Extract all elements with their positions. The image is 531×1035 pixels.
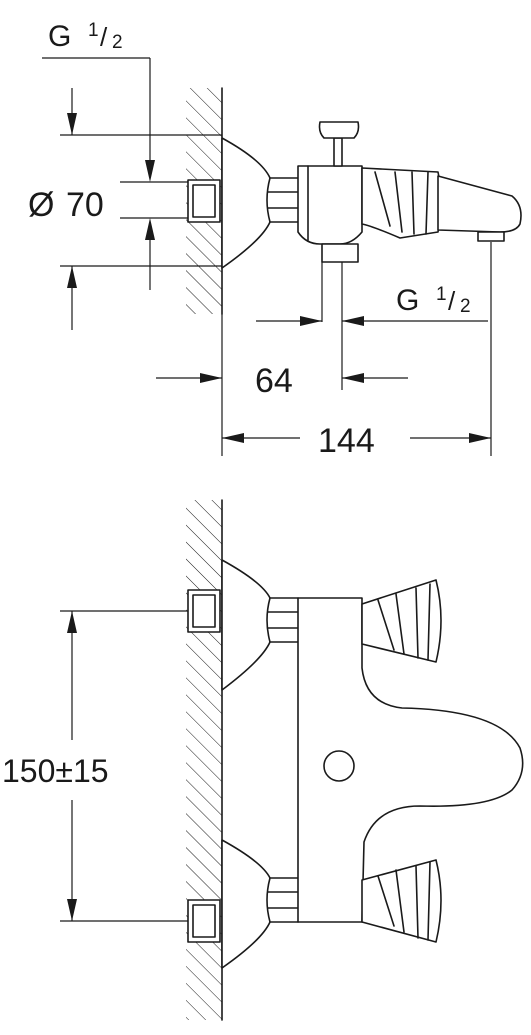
thread-label-top: G [48, 20, 71, 53]
diameter-value: 70 [66, 186, 104, 224]
dim-144-label: 144 [318, 422, 375, 460]
dimension-lines-bottom [60, 610, 188, 922]
diameter-symbol: Ø [28, 186, 54, 224]
hex-nut-upper [266, 597, 302, 643]
dim-64-label: 64 [255, 362, 293, 400]
mixer-body-front [297, 597, 524, 923]
spout [437, 175, 522, 233]
thread-label-outlet: G [396, 284, 419, 317]
thread-label-top-slash: / [100, 22, 108, 52]
diverter-knob [318, 121, 360, 139]
diverter-stem [333, 137, 343, 167]
thread-label-outlet-num: 1 [436, 284, 447, 305]
side-view [186, 87, 522, 390]
dim-spacing-label: 150±15 [2, 753, 109, 789]
escutcheon-lower [221, 839, 271, 969]
shower-outlet [321, 243, 359, 263]
hex-nut-lower [266, 877, 302, 923]
escutcheon-upper [221, 559, 271, 691]
thread-label-top-den: 2 [112, 32, 123, 53]
hex-nut-top [266, 177, 302, 223]
handle-upper [361, 579, 442, 663]
thread-label-outlet-den: 2 [460, 296, 471, 317]
thread-label-outlet-slash: / [448, 286, 456, 316]
dimension-lines-top [42, 57, 492, 456]
handle-lower [361, 859, 442, 943]
escutcheon-top [221, 137, 271, 269]
aerator [477, 231, 505, 242]
thread-label-top-num: 1 [88, 20, 99, 41]
diverter-button-front [323, 750, 355, 782]
front-view [186, 499, 524, 1021]
